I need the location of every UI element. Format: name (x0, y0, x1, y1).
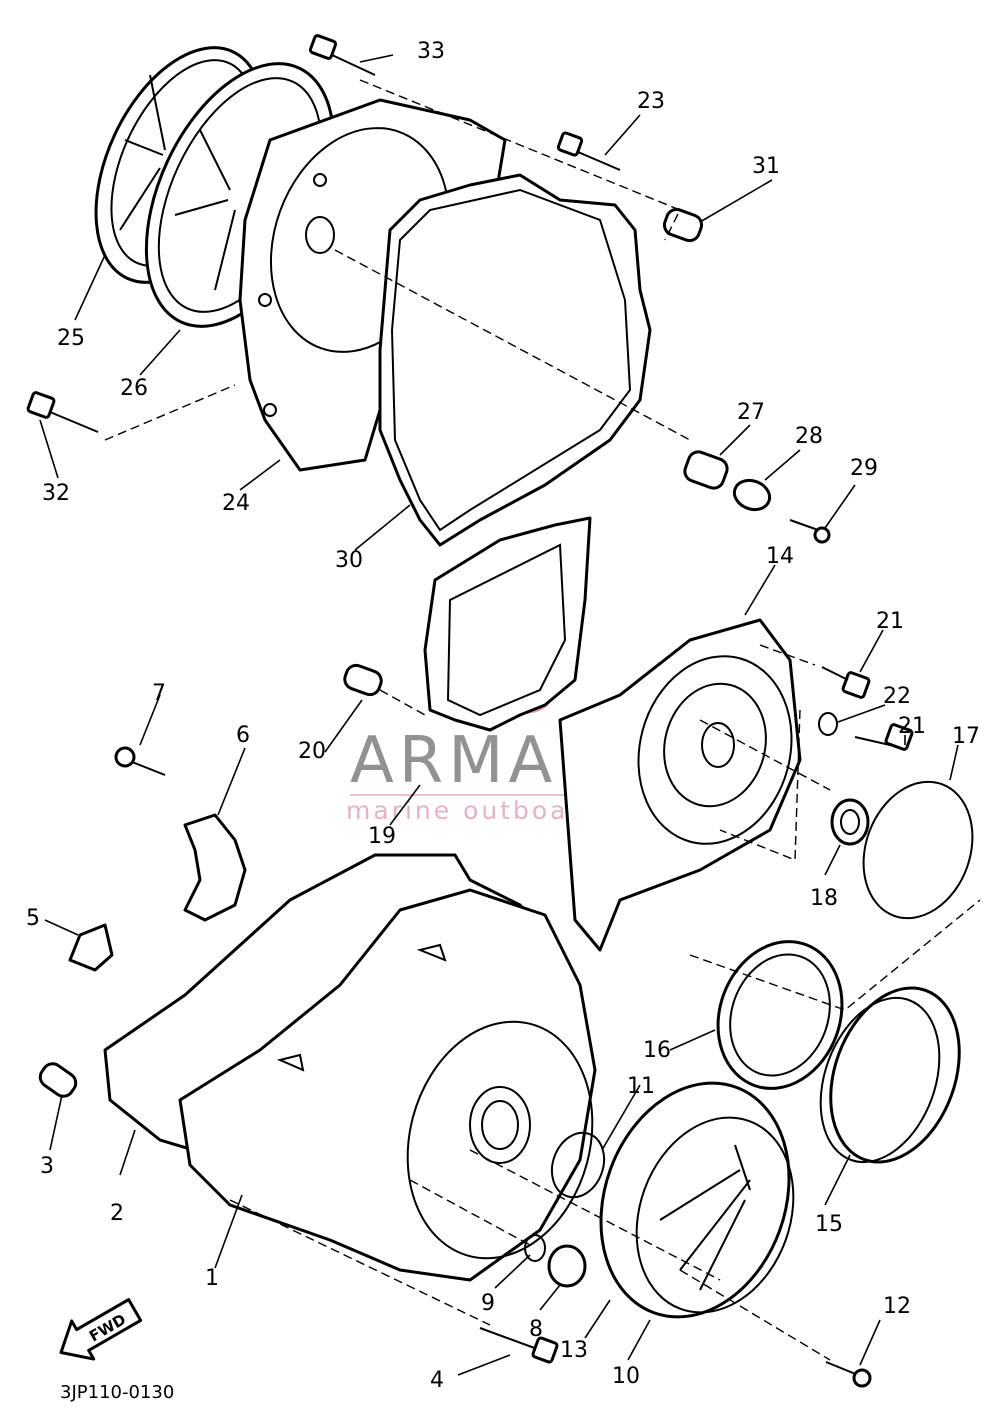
callout-2: 2 (110, 1201, 124, 1226)
leader-lines (39, 54, 959, 1376)
callout-7: 7 (152, 681, 166, 706)
callout-3: 3 (40, 1154, 54, 1179)
oring-22 (818, 712, 838, 736)
callout-14: 14 (766, 544, 794, 569)
callout-33: 33 (417, 39, 445, 64)
callout-16: 16 (643, 1038, 671, 1063)
callout-23: 23 (637, 89, 665, 114)
seal-18 (830, 798, 870, 846)
bolt-7 (114, 746, 166, 776)
callout-1: 1 (205, 1266, 219, 1291)
fwd-arrow-icon: FWD (59, 1298, 143, 1361)
part-5-clip (68, 923, 114, 972)
washer-28 (732, 478, 772, 512)
callout-29: 29 (850, 456, 878, 481)
callout-4: 4 (430, 1368, 444, 1393)
bolt-33 (308, 34, 376, 76)
plug-3 (38, 1062, 78, 1098)
bolt-29 (789, 519, 831, 544)
callout-5: 5 (26, 906, 40, 931)
part-19-gasket (423, 516, 592, 732)
part-15-cap (819, 986, 961, 1164)
oring-9 (524, 1234, 546, 1262)
callout-13: 13 (560, 1338, 588, 1363)
callout-24: 24 (222, 491, 250, 516)
callouts: 33 23 31 25 26 27 28 29 32 24 30 14 21 2… (26, 39, 980, 1393)
callout-10: 10 (612, 1364, 640, 1389)
bolt-4 (479, 1327, 559, 1364)
plug-20 (343, 663, 383, 697)
callout-15: 15 (815, 1212, 843, 1237)
plug-8 (547, 1244, 587, 1288)
callout-19: 19 (368, 824, 396, 849)
callout-17: 17 (952, 724, 980, 749)
callout-31: 31 (752, 154, 780, 179)
alignment-lines (104, 79, 981, 1361)
bushing-27 (683, 450, 729, 490)
callout-21a: 21 (876, 609, 904, 634)
part-14-cover (558, 618, 802, 952)
callout-11: 11 (627, 1074, 655, 1099)
callout-26: 26 (120, 376, 148, 401)
callout-9: 9 (481, 1291, 495, 1316)
callout-25: 25 (57, 326, 85, 351)
callout-30: 30 (335, 548, 363, 573)
part-6-bracket (183, 813, 247, 922)
callout-32: 32 (42, 481, 70, 506)
bolt-21a (821, 666, 871, 699)
bolt-23 (556, 131, 621, 171)
callout-6: 6 (236, 723, 250, 748)
part-17-circlip (862, 780, 974, 920)
callout-27: 27 (737, 400, 765, 425)
part-10-cover (599, 1081, 795, 1319)
callout-22: 22 (883, 684, 911, 709)
callout-8: 8 (529, 1317, 543, 1342)
part-1-crankcase-cover (178, 888, 597, 1282)
callout-12: 12 (883, 1294, 911, 1319)
part-30-gasket (378, 173, 652, 547)
bolt-12 (825, 1361, 872, 1388)
bolt-32 (26, 391, 99, 433)
diagram-code: 3JP110-0130 (60, 1382, 174, 1403)
part-11-oring (550, 1131, 606, 1199)
part-16-ring (716, 940, 844, 1090)
callout-18: 18 (810, 886, 838, 911)
callout-20: 20 (298, 739, 326, 764)
callout-28: 28 (795, 424, 823, 449)
plug-31 (662, 207, 704, 243)
callout-21b: 21 (898, 714, 926, 739)
